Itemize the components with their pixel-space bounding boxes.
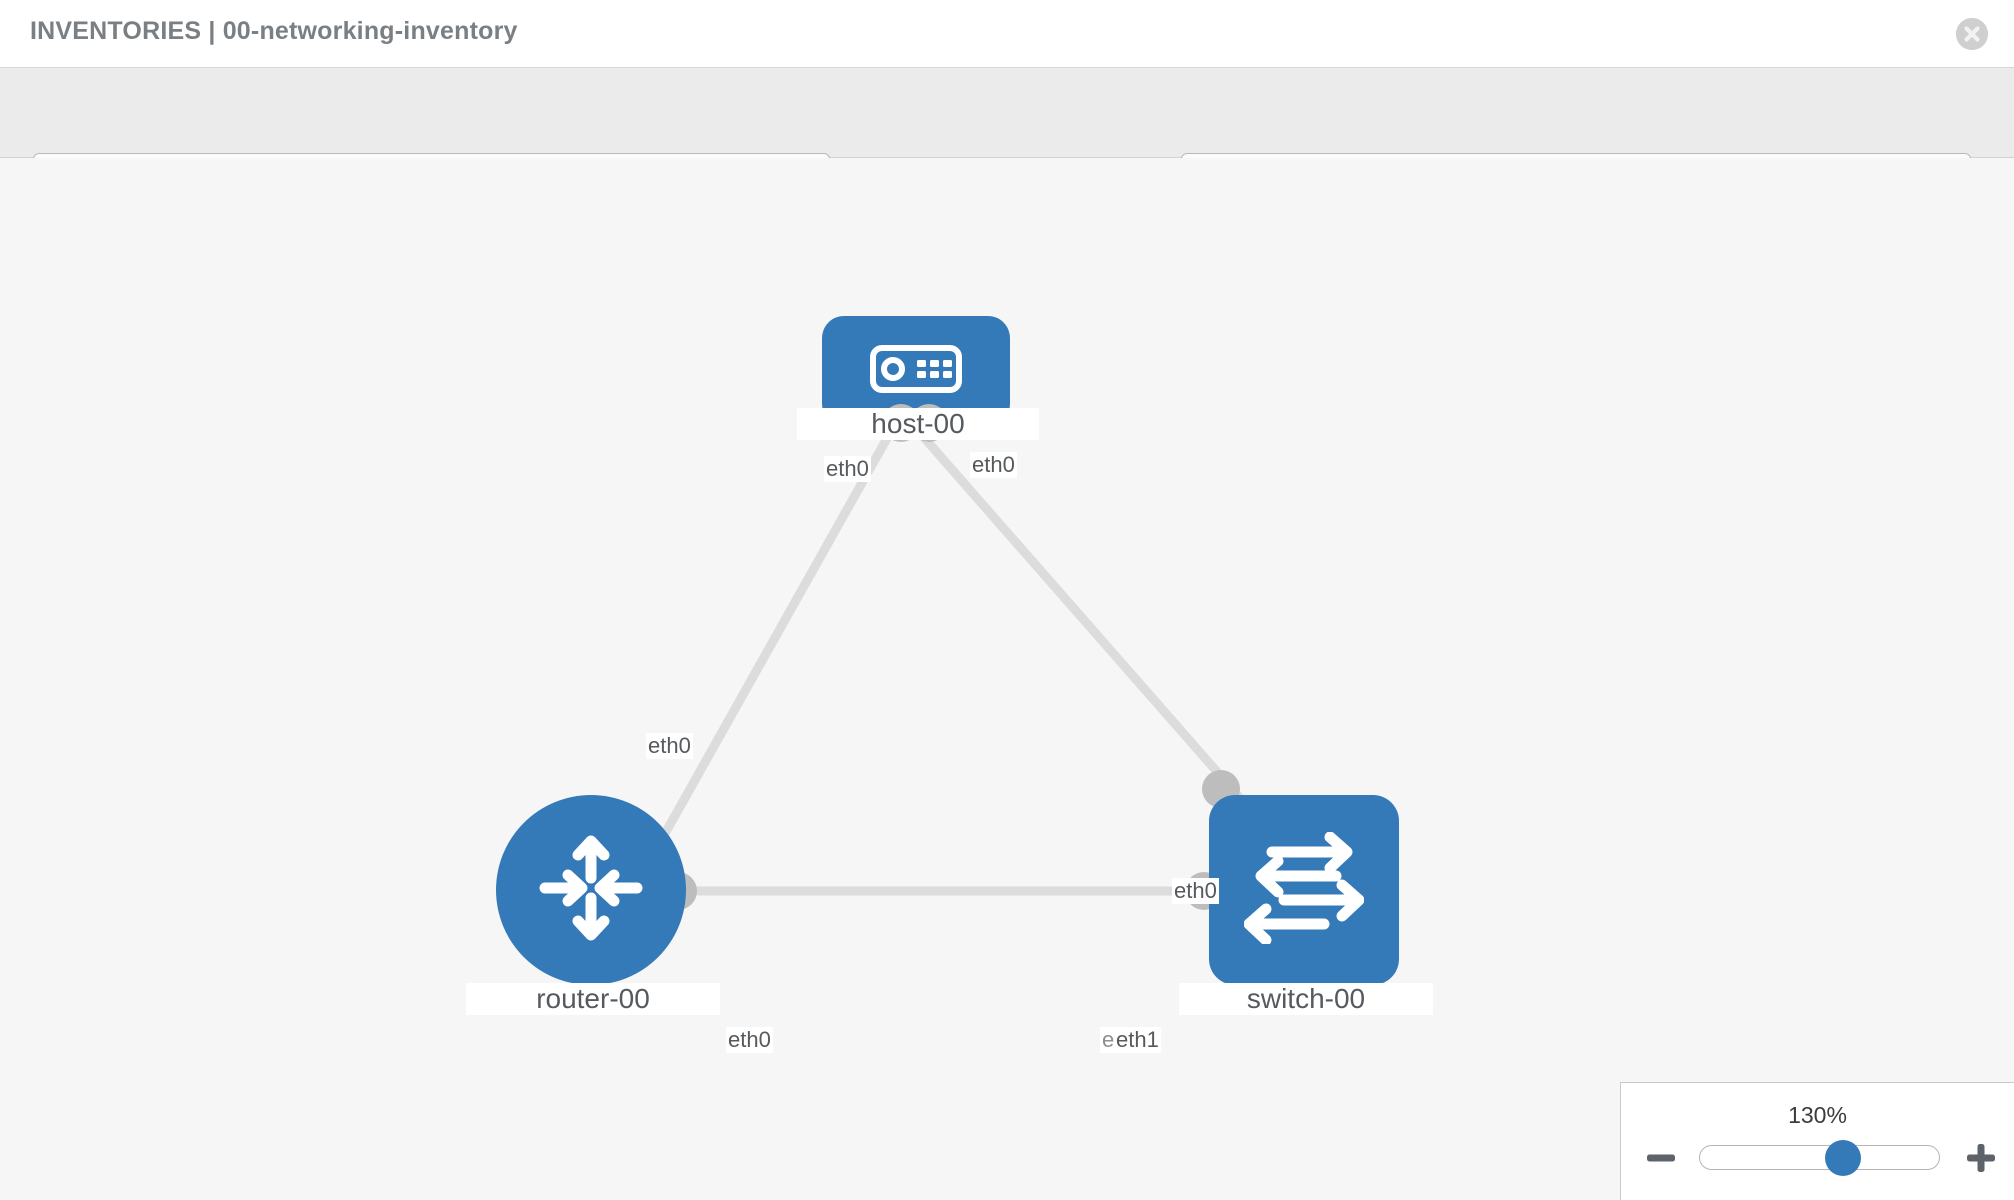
- topology-node-host-00[interactable]: host-00: [797, 316, 1039, 442]
- zoom-level-label: 130%: [1788, 1102, 1847, 1128]
- port-label-switch-to-router: eth1: [1114, 1027, 1161, 1053]
- close-icon[interactable]: [1956, 18, 1988, 50]
- plus-icon[interactable]: [1964, 1141, 1998, 1175]
- zoom-control-panel: 130%: [1620, 1082, 2014, 1200]
- link-host-switch[interactable]: [916, 430, 1244, 801]
- page-title: INVENTORIES | 00-networking-inventory: [30, 17, 518, 45]
- router-node-shape[interactable]: [496, 795, 686, 985]
- server-device-icon: [870, 344, 962, 398]
- topology-node-router-00[interactable]: router-00: [466, 795, 720, 1015]
- port-label-router-to-switch: eth0: [726, 1027, 773, 1053]
- port-label-host-left: eth0: [824, 456, 871, 482]
- zoom-slider[interactable]: [1699, 1140, 1940, 1176]
- zoom-slider-row: [1621, 1139, 2014, 1179]
- port-label-switch-to-host: eth0: [1172, 878, 1219, 904]
- toolbar: ACTIONS SEARCH: [0, 68, 2014, 206]
- zoom-slider-thumb[interactable]: [1825, 1140, 1862, 1176]
- port-label-host-right: eth0: [970, 452, 1017, 478]
- topology-canvas[interactable]: host-00 eth0 eth0: [0, 158, 2014, 1200]
- node-label-switch-00: switch-00: [1179, 983, 1433, 1015]
- router-arrows-icon: [533, 830, 649, 951]
- node-label-host-00: host-00: [797, 408, 1039, 440]
- page-header: INVENTORIES | 00-networking-inventory: [0, 0, 2014, 68]
- switch-node-shape[interactable]: [1209, 795, 1399, 985]
- switch-arrows-icon: [1243, 831, 1365, 949]
- node-label-router-00: router-00: [466, 983, 720, 1015]
- port-label-router-to-host: eth0: [646, 733, 693, 759]
- topology-node-switch-00[interactable]: switch-00: [1179, 770, 1433, 1015]
- link-router-host[interactable]: [636, 430, 894, 881]
- minus-icon[interactable]: [1644, 1141, 1678, 1175]
- topology-links-layer: [636, 430, 1244, 896]
